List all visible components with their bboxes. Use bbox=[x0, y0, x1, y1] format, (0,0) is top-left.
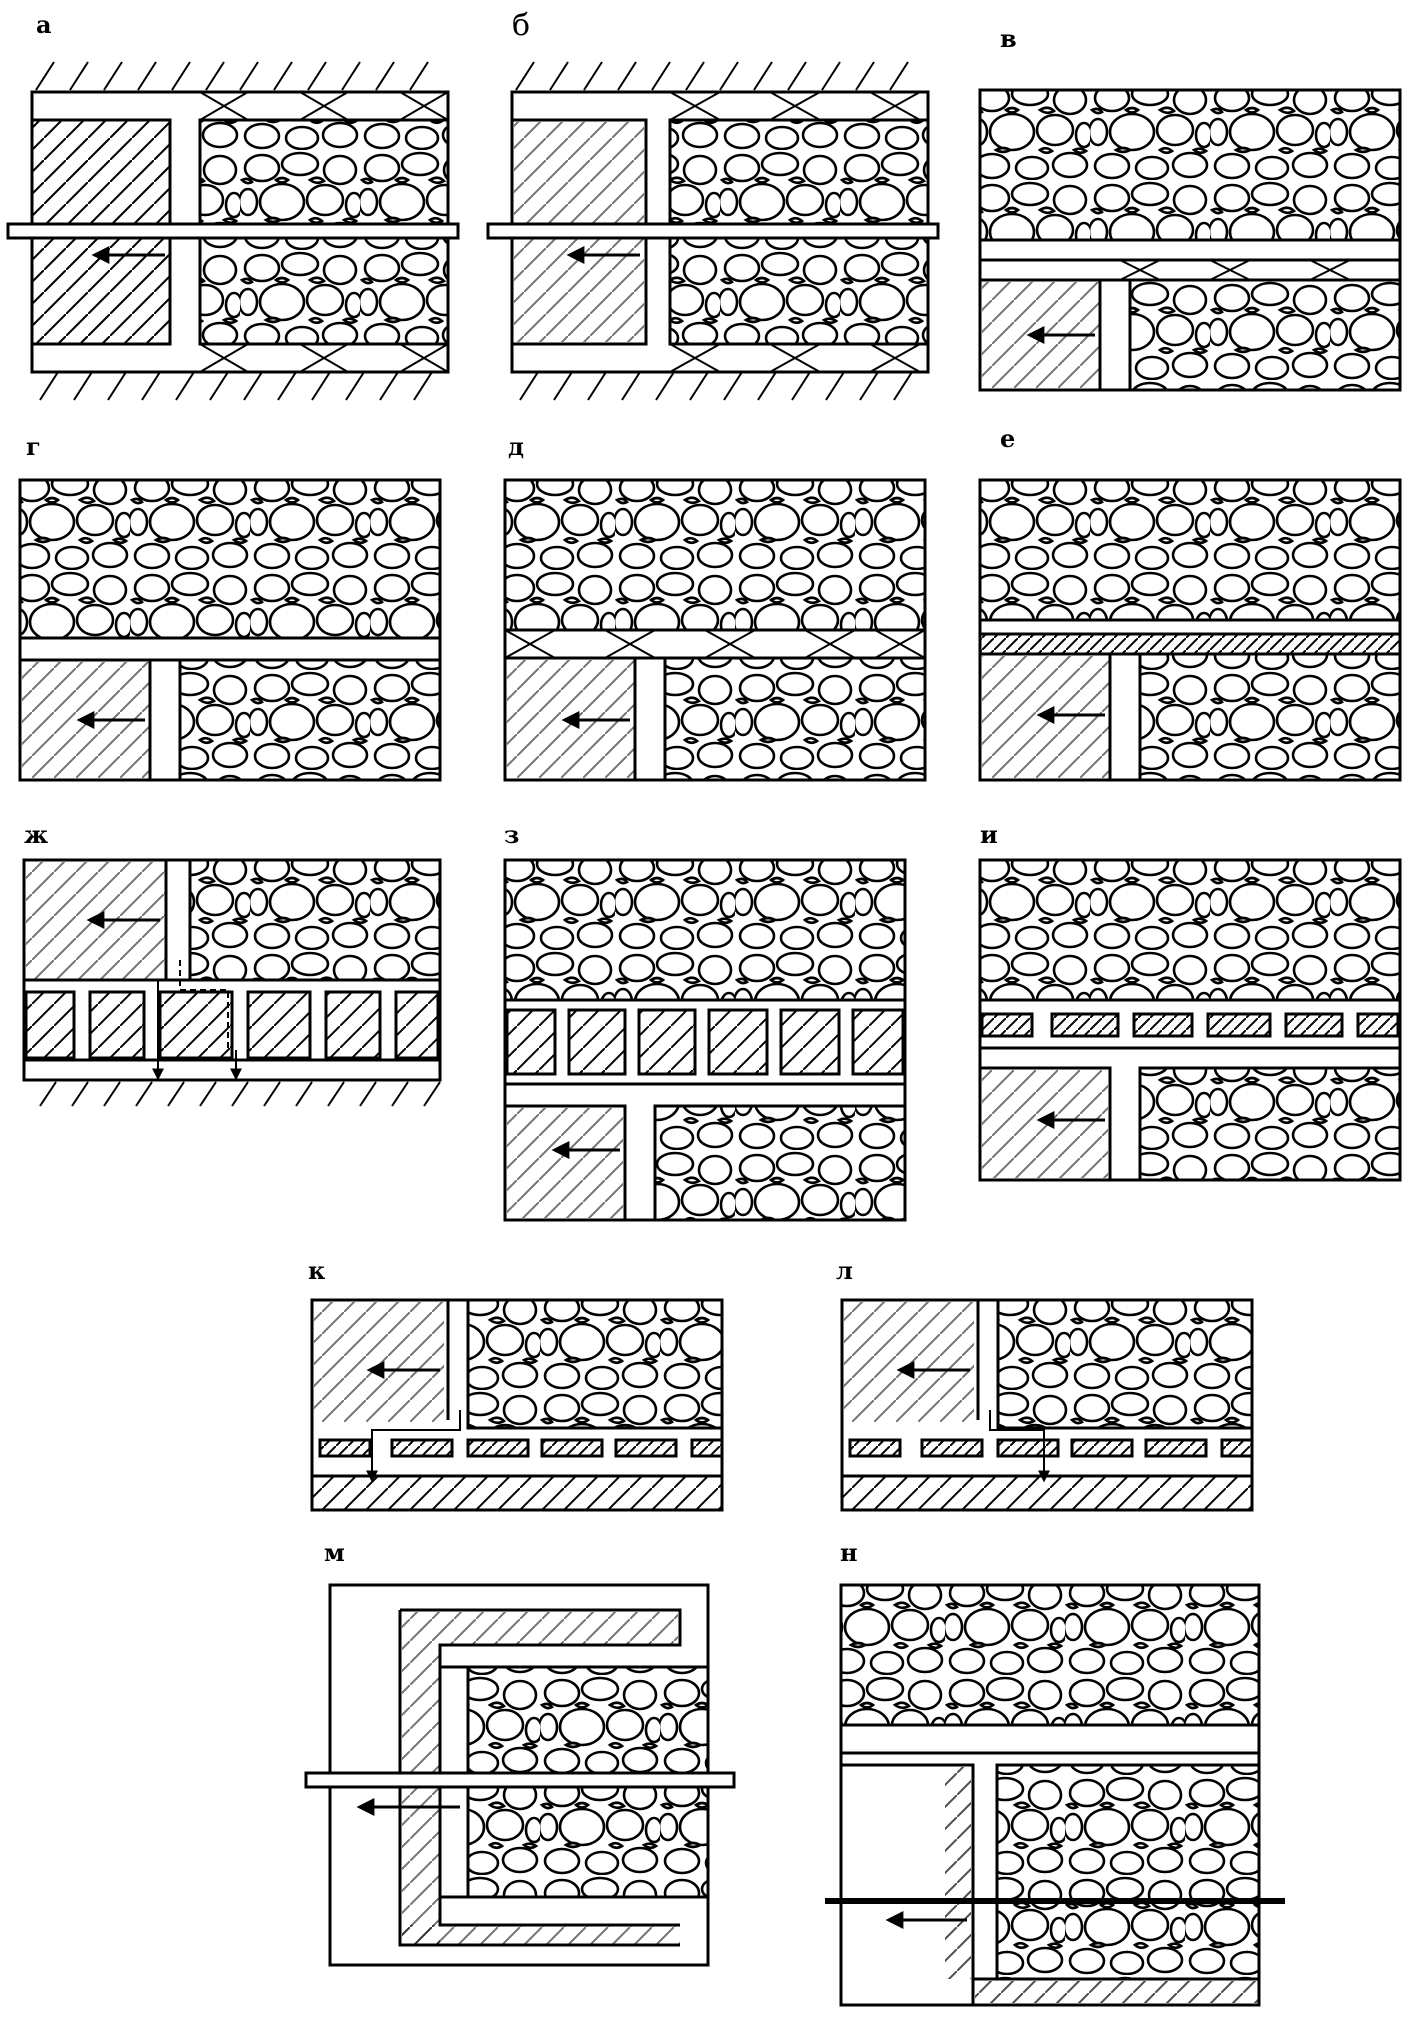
diagram-z bbox=[503, 858, 907, 1222]
label-n: н bbox=[840, 1538, 858, 1567]
label-m: м bbox=[324, 1538, 345, 1567]
label-v: в bbox=[1000, 24, 1017, 53]
diagram-g bbox=[18, 478, 442, 782]
label-d: д bbox=[508, 432, 524, 461]
panel-g bbox=[10, 470, 450, 790]
panel-a bbox=[0, 50, 460, 410]
panel-zh bbox=[10, 850, 450, 1110]
diagram-m bbox=[304, 1583, 736, 1967]
diagram-k bbox=[310, 1298, 724, 1512]
diagram-d bbox=[503, 478, 927, 782]
panel-m bbox=[300, 1575, 740, 1975]
panel-v bbox=[970, 80, 1410, 400]
panel-n bbox=[825, 1575, 1295, 2015]
panel-b bbox=[480, 50, 940, 410]
label-zh: ж bbox=[24, 820, 49, 849]
diagram-e bbox=[978, 478, 1402, 782]
label-e: е bbox=[1000, 424, 1016, 453]
diagram-n bbox=[825, 1583, 1285, 2007]
panel-k bbox=[300, 1290, 730, 1520]
panel-z bbox=[495, 850, 915, 1230]
diagram-v bbox=[978, 88, 1402, 392]
label-g: г bbox=[26, 432, 41, 461]
panel-e bbox=[970, 470, 1410, 790]
label-k: к bbox=[308, 1256, 326, 1285]
panel-i bbox=[970, 850, 1410, 1190]
label-l: л bbox=[836, 1256, 853, 1285]
label-z: з bbox=[504, 820, 520, 849]
diagram-b bbox=[486, 61, 940, 401]
label-i: и bbox=[980, 820, 998, 849]
panel-l bbox=[830, 1290, 1260, 1520]
label-a: а bbox=[36, 10, 52, 39]
diagram-zh bbox=[22, 858, 442, 1107]
diagram-i bbox=[978, 858, 1402, 1182]
label-b: б bbox=[512, 8, 531, 43]
diagram-l bbox=[840, 1298, 1254, 1512]
panel-d bbox=[495, 470, 935, 790]
diagram-a bbox=[6, 61, 460, 401]
